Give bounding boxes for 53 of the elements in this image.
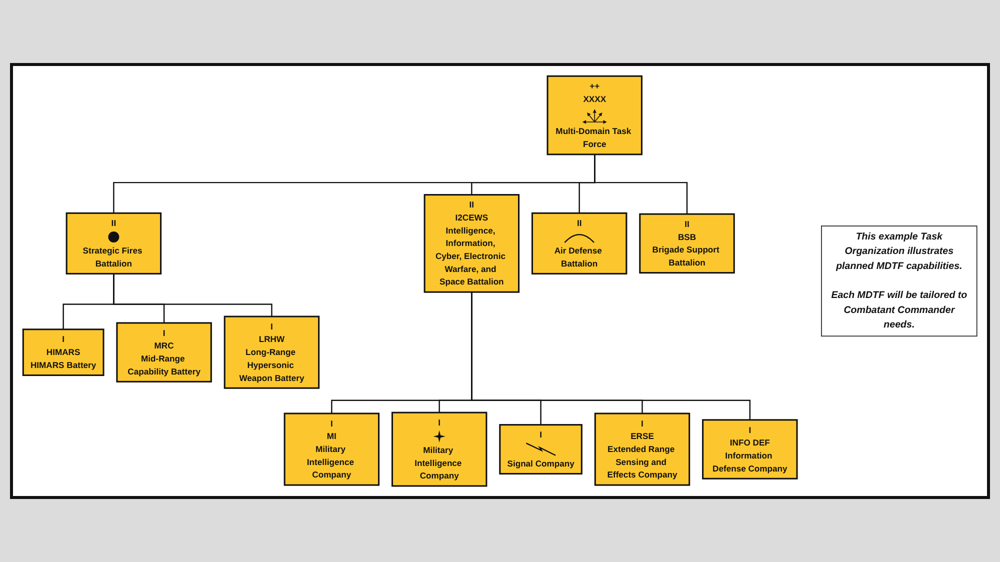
note-text: This example Task Organization illustrates planned MDTF capabilities.: [836, 231, 962, 272]
unit-symbol-box: [116, 322, 212, 382]
unit-abbreviation: INFO DEF: [730, 438, 770, 448]
echelon-mark: II: [111, 218, 116, 228]
echelon-mark: I: [62, 334, 64, 344]
unit-name: Air Defense Battalion: [554, 246, 603, 268]
echelon-mark: II: [469, 200, 474, 210]
unit-name: Intelligence, Information, Cyber, Electronic Warfare, and Space Battalion: [435, 225, 506, 286]
unit-abbreviation: MRC: [154, 340, 174, 350]
unit-abbreviation: MI: [326, 431, 336, 441]
echelon-mark: I: [330, 418, 333, 428]
unit-name: Extended Range Sensing and Effects Company: [607, 444, 678, 480]
unit-symbol-box: [22, 328, 104, 376]
unit-abbreviation: HIMARS: [46, 347, 80, 357]
unit-name: Signal Company: [507, 458, 574, 468]
unit-symbol-box: [594, 412, 690, 486]
unit-name: Strategic Fires Battalion: [82, 246, 144, 268]
echelon-mark: I: [270, 321, 273, 332]
unit-symbol-box: [66, 212, 162, 274]
unit-symbol-box: [284, 412, 380, 486]
connector-line: [594, 154, 688, 214]
unit-symbol-box: [499, 424, 582, 474]
unit-symbol-box: [391, 412, 488, 487]
echelon-mark: II: [684, 218, 690, 229]
modifier-mark: ++: [590, 80, 600, 91]
unit-symbol-box: [639, 213, 735, 274]
echelon-mark: II: [576, 218, 582, 228]
note-box: [821, 225, 978, 337]
unit-name: Multi-Domain Task Force: [556, 126, 632, 149]
echelon-mark: I: [540, 430, 542, 440]
unit-abbreviation: ERSE: [630, 431, 654, 441]
unit-name: Brigade Support Battalion: [652, 244, 720, 268]
unit-name: Military Intelligence Company: [306, 444, 356, 480]
unit-name: Long-Range Hypersonic Weapon Battery: [239, 347, 304, 383]
unit-name: Military Intelligence Company: [414, 444, 463, 480]
unit-symbol-box: [531, 212, 628, 274]
unit-abbreviation: LRHW: [258, 334, 285, 344]
unit-name: HIMARS Battery: [30, 360, 96, 370]
unit-symbol-box: [702, 419, 798, 480]
echelon-mark: I: [641, 418, 644, 428]
unit-abbreviation: BSB: [678, 232, 696, 242]
unit-symbol-box: [546, 75, 642, 156]
echelon-mark: I: [162, 328, 166, 338]
echelon-mark: I: [438, 417, 441, 428]
note-text: Each MDTF will be tailored to Combatant Commander needs.: [831, 290, 968, 330]
unit-symbol-box: [424, 194, 520, 293]
connector-line: [113, 274, 272, 316]
unit-name: Mid-Range Capability Battery: [128, 354, 200, 376]
unit-symbol-box: [224, 316, 320, 389]
unit-name: Information Defense Company: [712, 450, 788, 474]
echelon-mark: XXXX: [583, 94, 606, 104]
unit-abbreviation: I2CEWS: [455, 212, 488, 222]
echelon-mark: I: [748, 424, 752, 435]
